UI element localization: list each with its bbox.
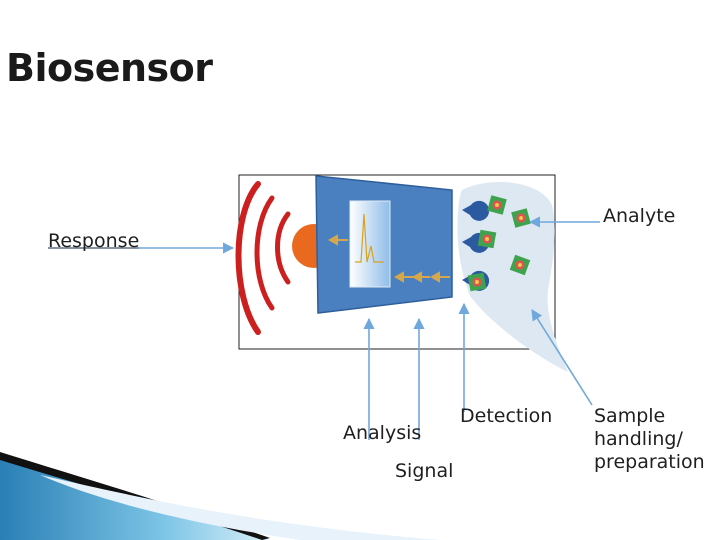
analysis-label: Analysis [343,422,422,444]
slide-title: Biosensor [6,46,213,90]
sample-label-line1: Sample [594,405,666,427]
sample-label-line3: preparation [594,450,705,473]
analyte-label: Analyte [603,205,676,227]
signal-trace [355,213,384,263]
response-label: Response [48,230,140,252]
sample-handling-label: Sample handling/ preparation [594,405,720,473]
response-waves-icon [235,181,291,335]
detection-label: Detection [460,405,553,427]
internal-signal-arrows [327,234,450,283]
sample-callout-arrow [531,309,593,406]
sample-label-line2: handling/ [594,427,683,450]
analyte-particles [467,195,531,292]
analysis-screen [349,200,391,288]
signal-label: Signal [395,460,454,482]
decorative-swoosh [0,452,440,540]
